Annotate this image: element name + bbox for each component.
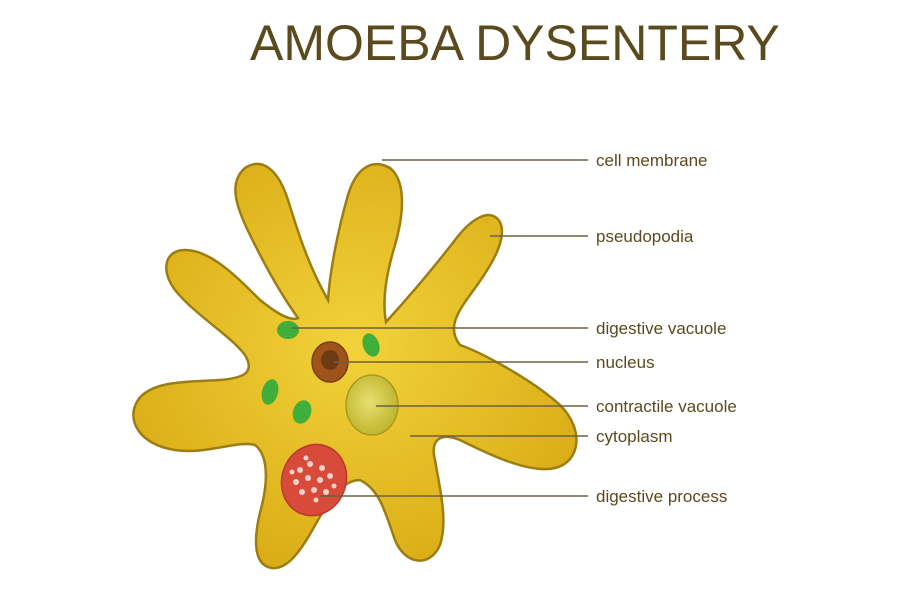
digestive-vacuole-4 [292, 400, 312, 424]
label-digestive-vacuole: digestive vacuole [596, 319, 726, 338]
label-contractile-vacuole: contractile vacuole [596, 397, 737, 416]
digestive-process [280, 443, 348, 517]
label-cytoplasm: cytoplasm [596, 427, 673, 446]
amoeba-body [132, 162, 578, 570]
digestive-process-particles [289, 455, 337, 503]
label-cell-membrane: cell membrane [596, 151, 708, 170]
label-pseudopodia: pseudopodia [596, 227, 694, 246]
digestive-vacuole-2 [362, 333, 380, 357]
digestive-vacuole-3 [261, 379, 279, 405]
contractile-vacuole [345, 374, 399, 436]
label-digestive-process: digestive process [596, 487, 727, 506]
label-nucleus: nucleus [596, 353, 655, 372]
nucleolus [321, 350, 339, 370]
digestive-vacuole-1 [277, 321, 299, 339]
diagram-title: AMOEBA DYSENTERY [250, 15, 780, 71]
